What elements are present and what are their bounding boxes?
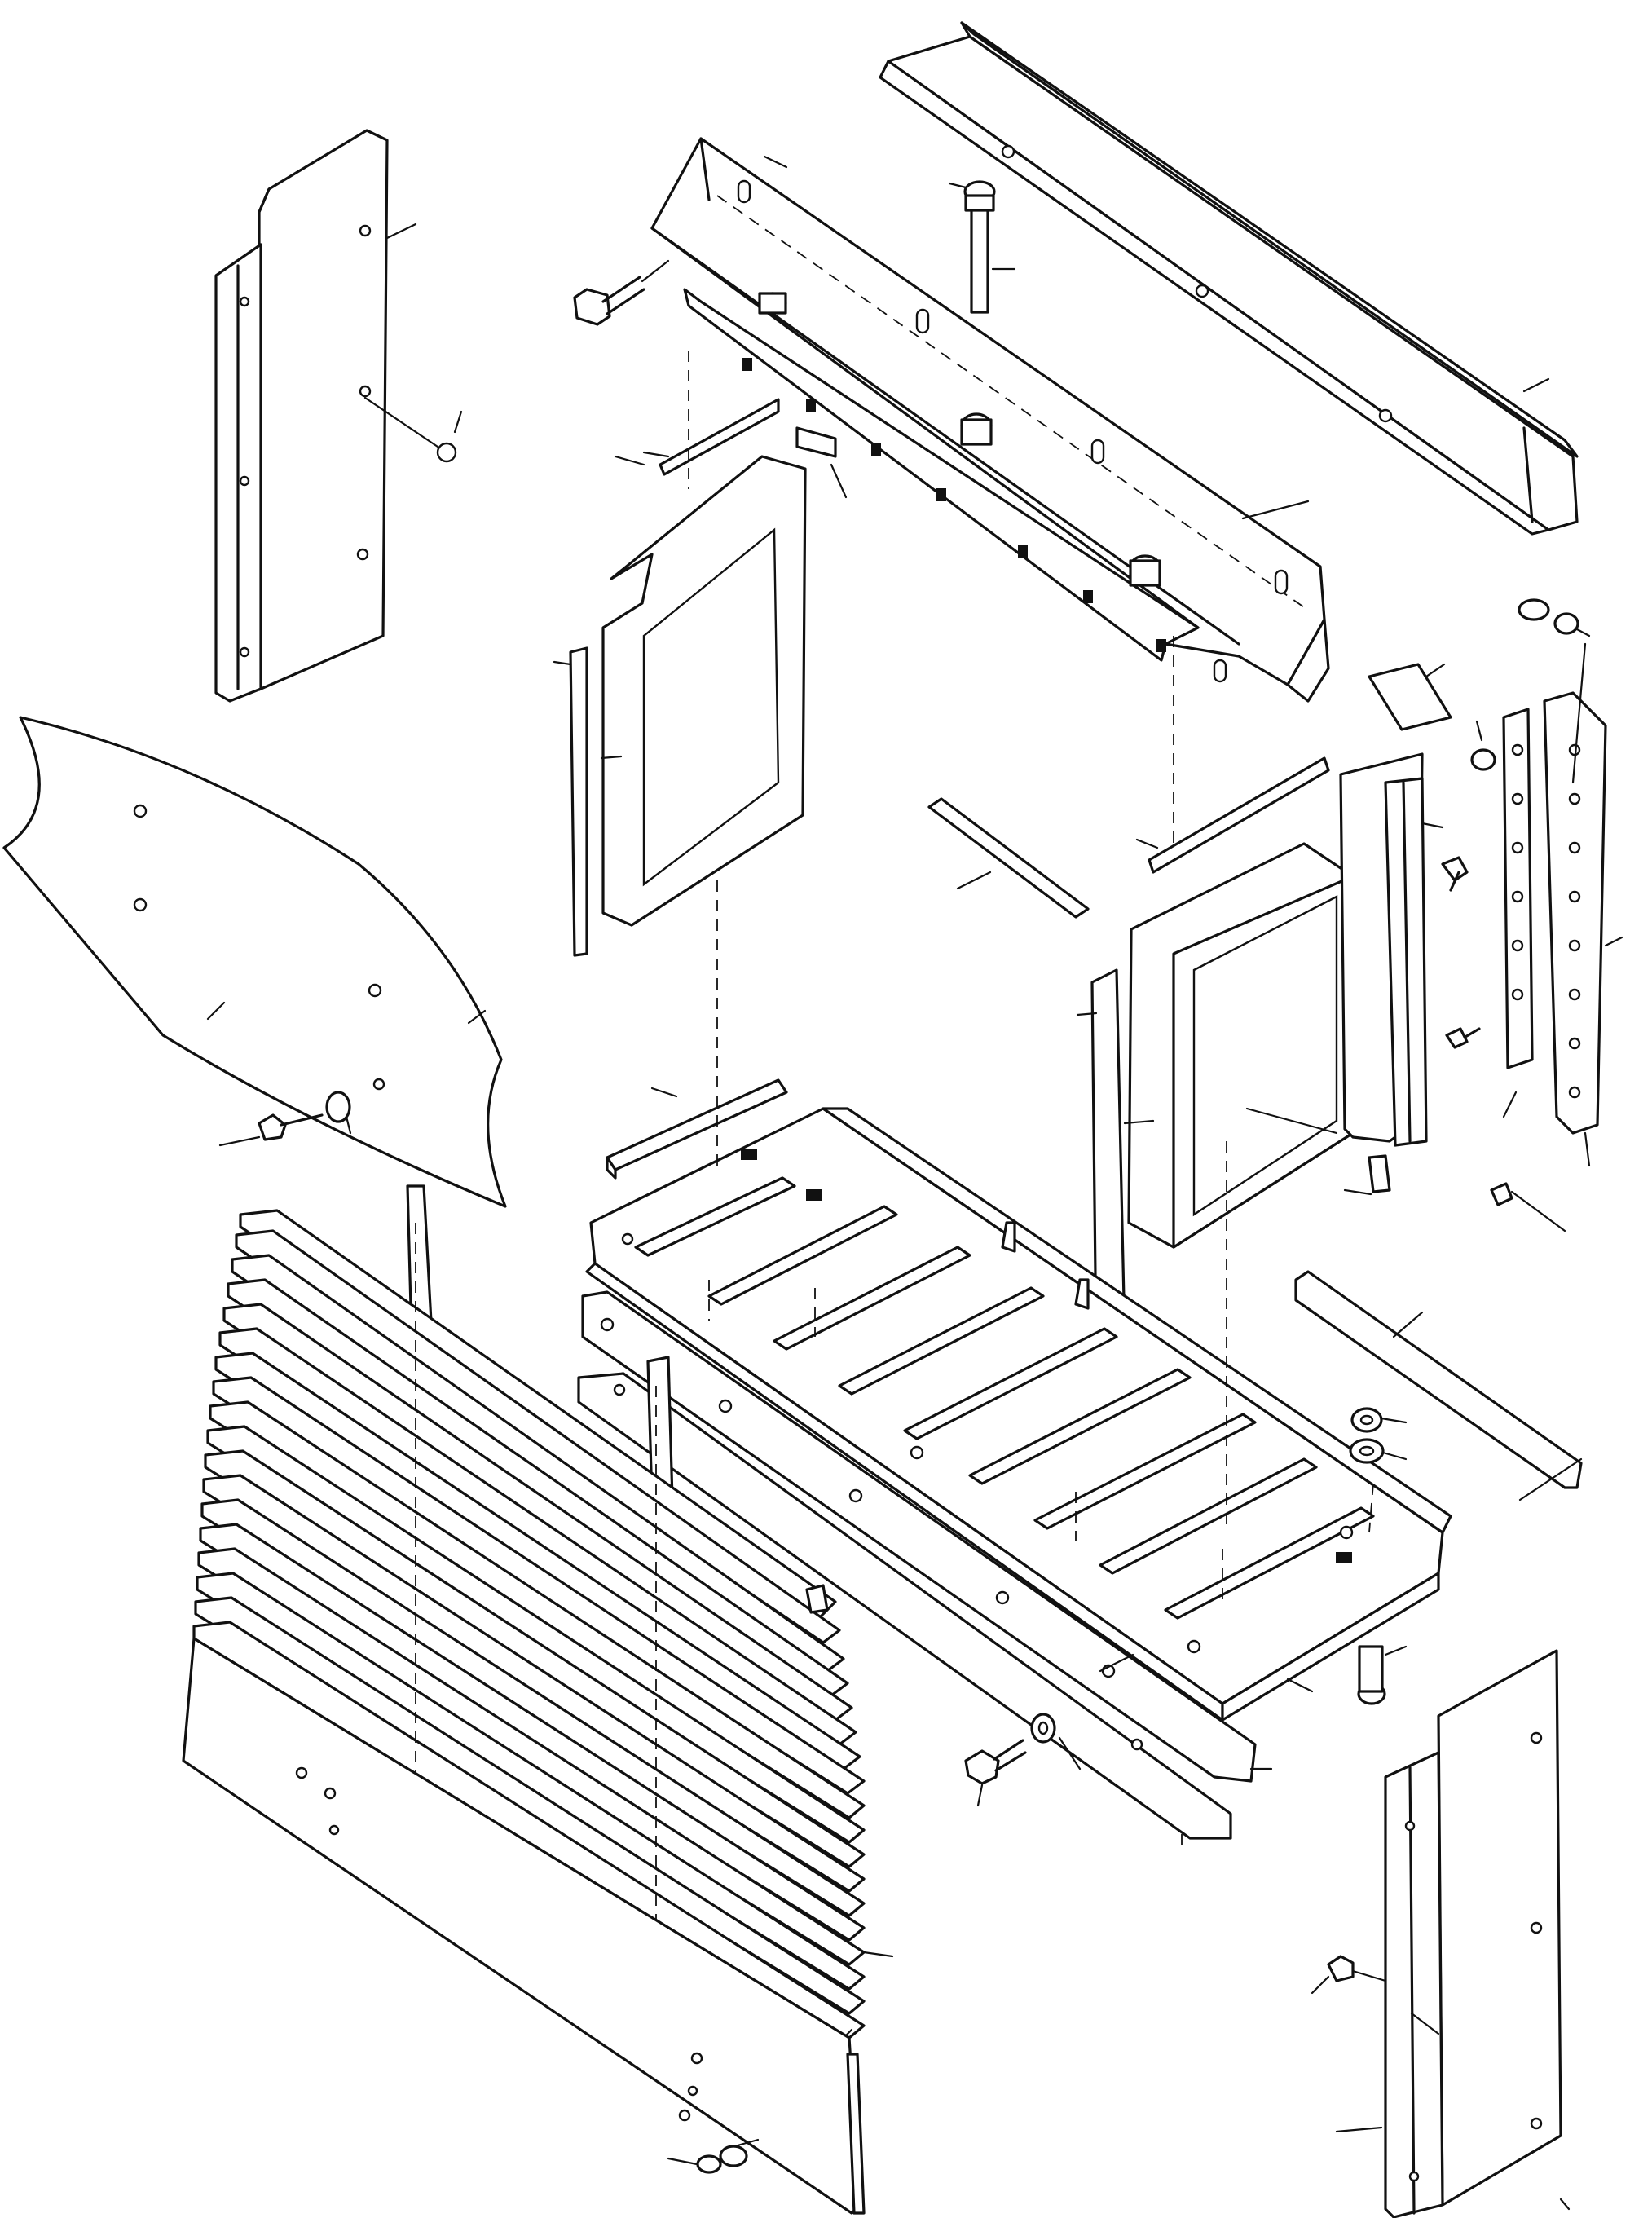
- front-lower-rail: [577, 1290, 1273, 1854]
- left-front-cover: [2, 716, 507, 1208]
- leader-lines: [642, 351, 1374, 1533]
- front-cover-panel: [182, 1637, 866, 2215]
- top-frame-bolts: [573, 180, 1016, 446]
- right-outer-bracket: [1368, 598, 1623, 1167]
- right-bracket-screws: [1441, 856, 1566, 1232]
- top-frame: [650, 137, 1330, 703]
- left-side-panel: [214, 129, 463, 703]
- lower-crossbar-left: [606, 1078, 788, 1180]
- grille-louvers: [192, 1184, 894, 2044]
- right-lower-rail: [1294, 1270, 1583, 1501]
- base-nuts: [1349, 1407, 1408, 1705]
- bottom-base-frame: [585, 1107, 1452, 1722]
- right-side-bracket: [1339, 752, 1444, 1193]
- left-inner-frame: [553, 398, 848, 957]
- upper-crossbar: [927, 756, 1330, 919]
- right-radiator-block: [1076, 842, 1372, 1351]
- top-rear-rail: [879, 21, 1579, 536]
- front-rail-bolt: [964, 1653, 1134, 1807]
- right-side-panel: [1311, 1649, 1571, 2218]
